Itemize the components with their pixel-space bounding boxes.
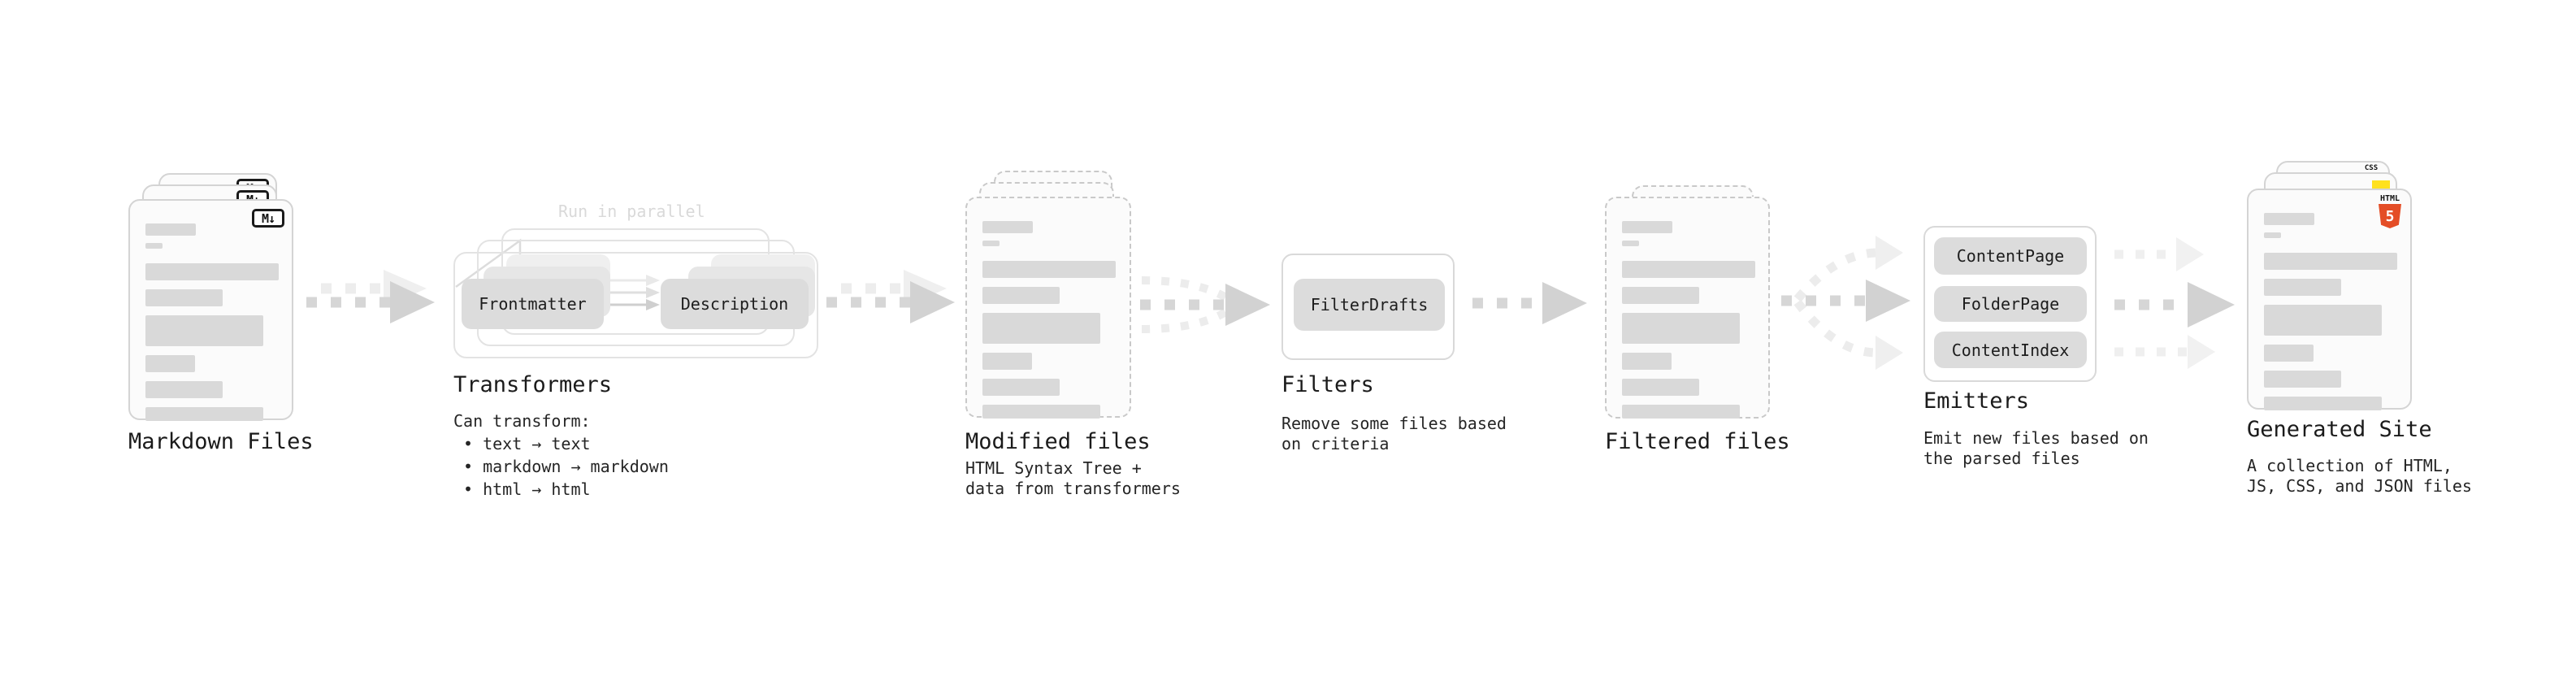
arrow-emitters-to-generated bbox=[2114, 237, 2235, 369]
stage-title-markdown-files: Markdown Files bbox=[128, 429, 314, 454]
file-content-bars bbox=[2264, 213, 2397, 410]
transformer-box bbox=[453, 252, 818, 358]
html5-badge-text: HTML bbox=[2379, 194, 2400, 203]
arrow-transformers-to-modified bbox=[826, 270, 955, 323]
filterdrafts-pill: FilterDrafts bbox=[1294, 279, 1445, 331]
stage-title-filtered-files: Filtered files bbox=[1605, 429, 1790, 454]
bullet-item: text → text bbox=[463, 432, 669, 455]
stage-title-transformers: Transformers bbox=[453, 372, 613, 397]
bullet-item: markdown → markdown bbox=[463, 455, 669, 478]
description-pill: Description bbox=[661, 279, 809, 329]
html5-icon: HTML 5 bbox=[2378, 194, 2402, 228]
filters-subtitle: Remove some files based on criteria bbox=[1281, 414, 1507, 453]
stage-title-generated-site: Generated Site bbox=[2247, 417, 2432, 442]
file-card: M↓ bbox=[128, 199, 293, 421]
frontmatter-pill: Frontmatter bbox=[462, 279, 604, 329]
file-card: HTML 5 bbox=[2247, 189, 2412, 410]
arrow-filters-to-filtered bbox=[1472, 282, 1587, 324]
contentindex-pill: ContentIndex bbox=[1934, 332, 2087, 368]
css-badge-text: CSS bbox=[2364, 164, 2379, 172]
arrow-filtered-to-emitters bbox=[1781, 236, 1910, 370]
can-transform-heading: Can transform: bbox=[453, 411, 591, 431]
generated-site-subtitle: A collection of HTML, JS, CSS, and JSON … bbox=[2247, 456, 2472, 496]
html5-shield: 5 bbox=[2379, 204, 2401, 228]
emitters-subtitle: Emit new files based on the parsed files bbox=[1923, 428, 2149, 468]
file-card bbox=[965, 197, 1131, 419]
folderpage-pill: FolderPage bbox=[1934, 286, 2087, 322]
markdown-icon: M↓ bbox=[252, 209, 284, 228]
bullet-item: html → html bbox=[463, 478, 669, 501]
stage-title-filters: Filters bbox=[1281, 372, 1374, 397]
file-content-bars bbox=[982, 221, 1116, 419]
file-content-bars bbox=[1622, 221, 1755, 419]
stage-title-emitters: Emitters bbox=[1923, 388, 2030, 414]
contentpage-pill: ContentPage bbox=[1934, 237, 2087, 275]
js-file-icon bbox=[2372, 180, 2390, 190]
file-content-bars bbox=[145, 223, 279, 421]
transform-bullet-list: text → text markdown → markdown html → h… bbox=[463, 432, 669, 501]
modified-files-subtitle: HTML Syntax Tree + data from transformer… bbox=[965, 458, 1181, 498]
html5-number: 5 bbox=[2385, 207, 2395, 225]
file-card bbox=[1605, 197, 1770, 419]
stage-title-modified-files: Modified files bbox=[965, 429, 1151, 454]
run-in-parallel-label: Run in parallel bbox=[558, 202, 705, 221]
arrow-markdown-to-transformers bbox=[306, 270, 435, 323]
arrow-modified-to-filters bbox=[1140, 276, 1270, 333]
